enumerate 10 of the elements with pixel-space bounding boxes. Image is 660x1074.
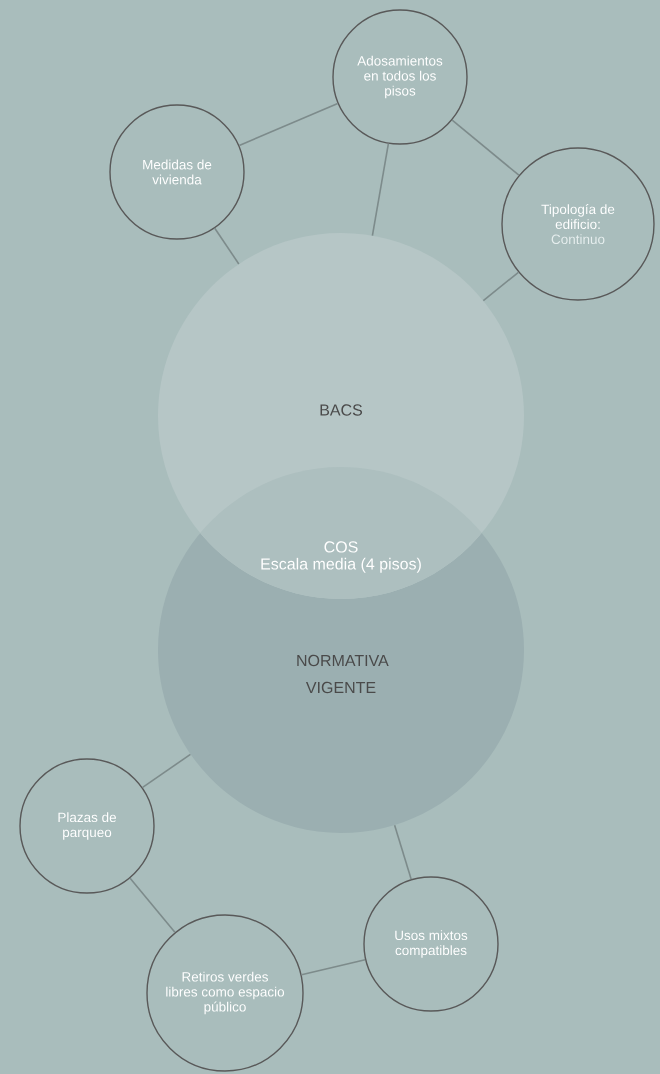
connector-line (129, 877, 176, 934)
connector-line (451, 119, 520, 176)
connector-line (300, 958, 366, 976)
connector-line (213, 227, 240, 265)
connector-line (482, 271, 520, 302)
connector-line (393, 824, 412, 881)
connector-line (371, 142, 390, 237)
connector-line (238, 102, 339, 147)
overlap-region: COS Escala media (4 pisos) (158, 467, 524, 599)
connector-line (141, 753, 192, 789)
